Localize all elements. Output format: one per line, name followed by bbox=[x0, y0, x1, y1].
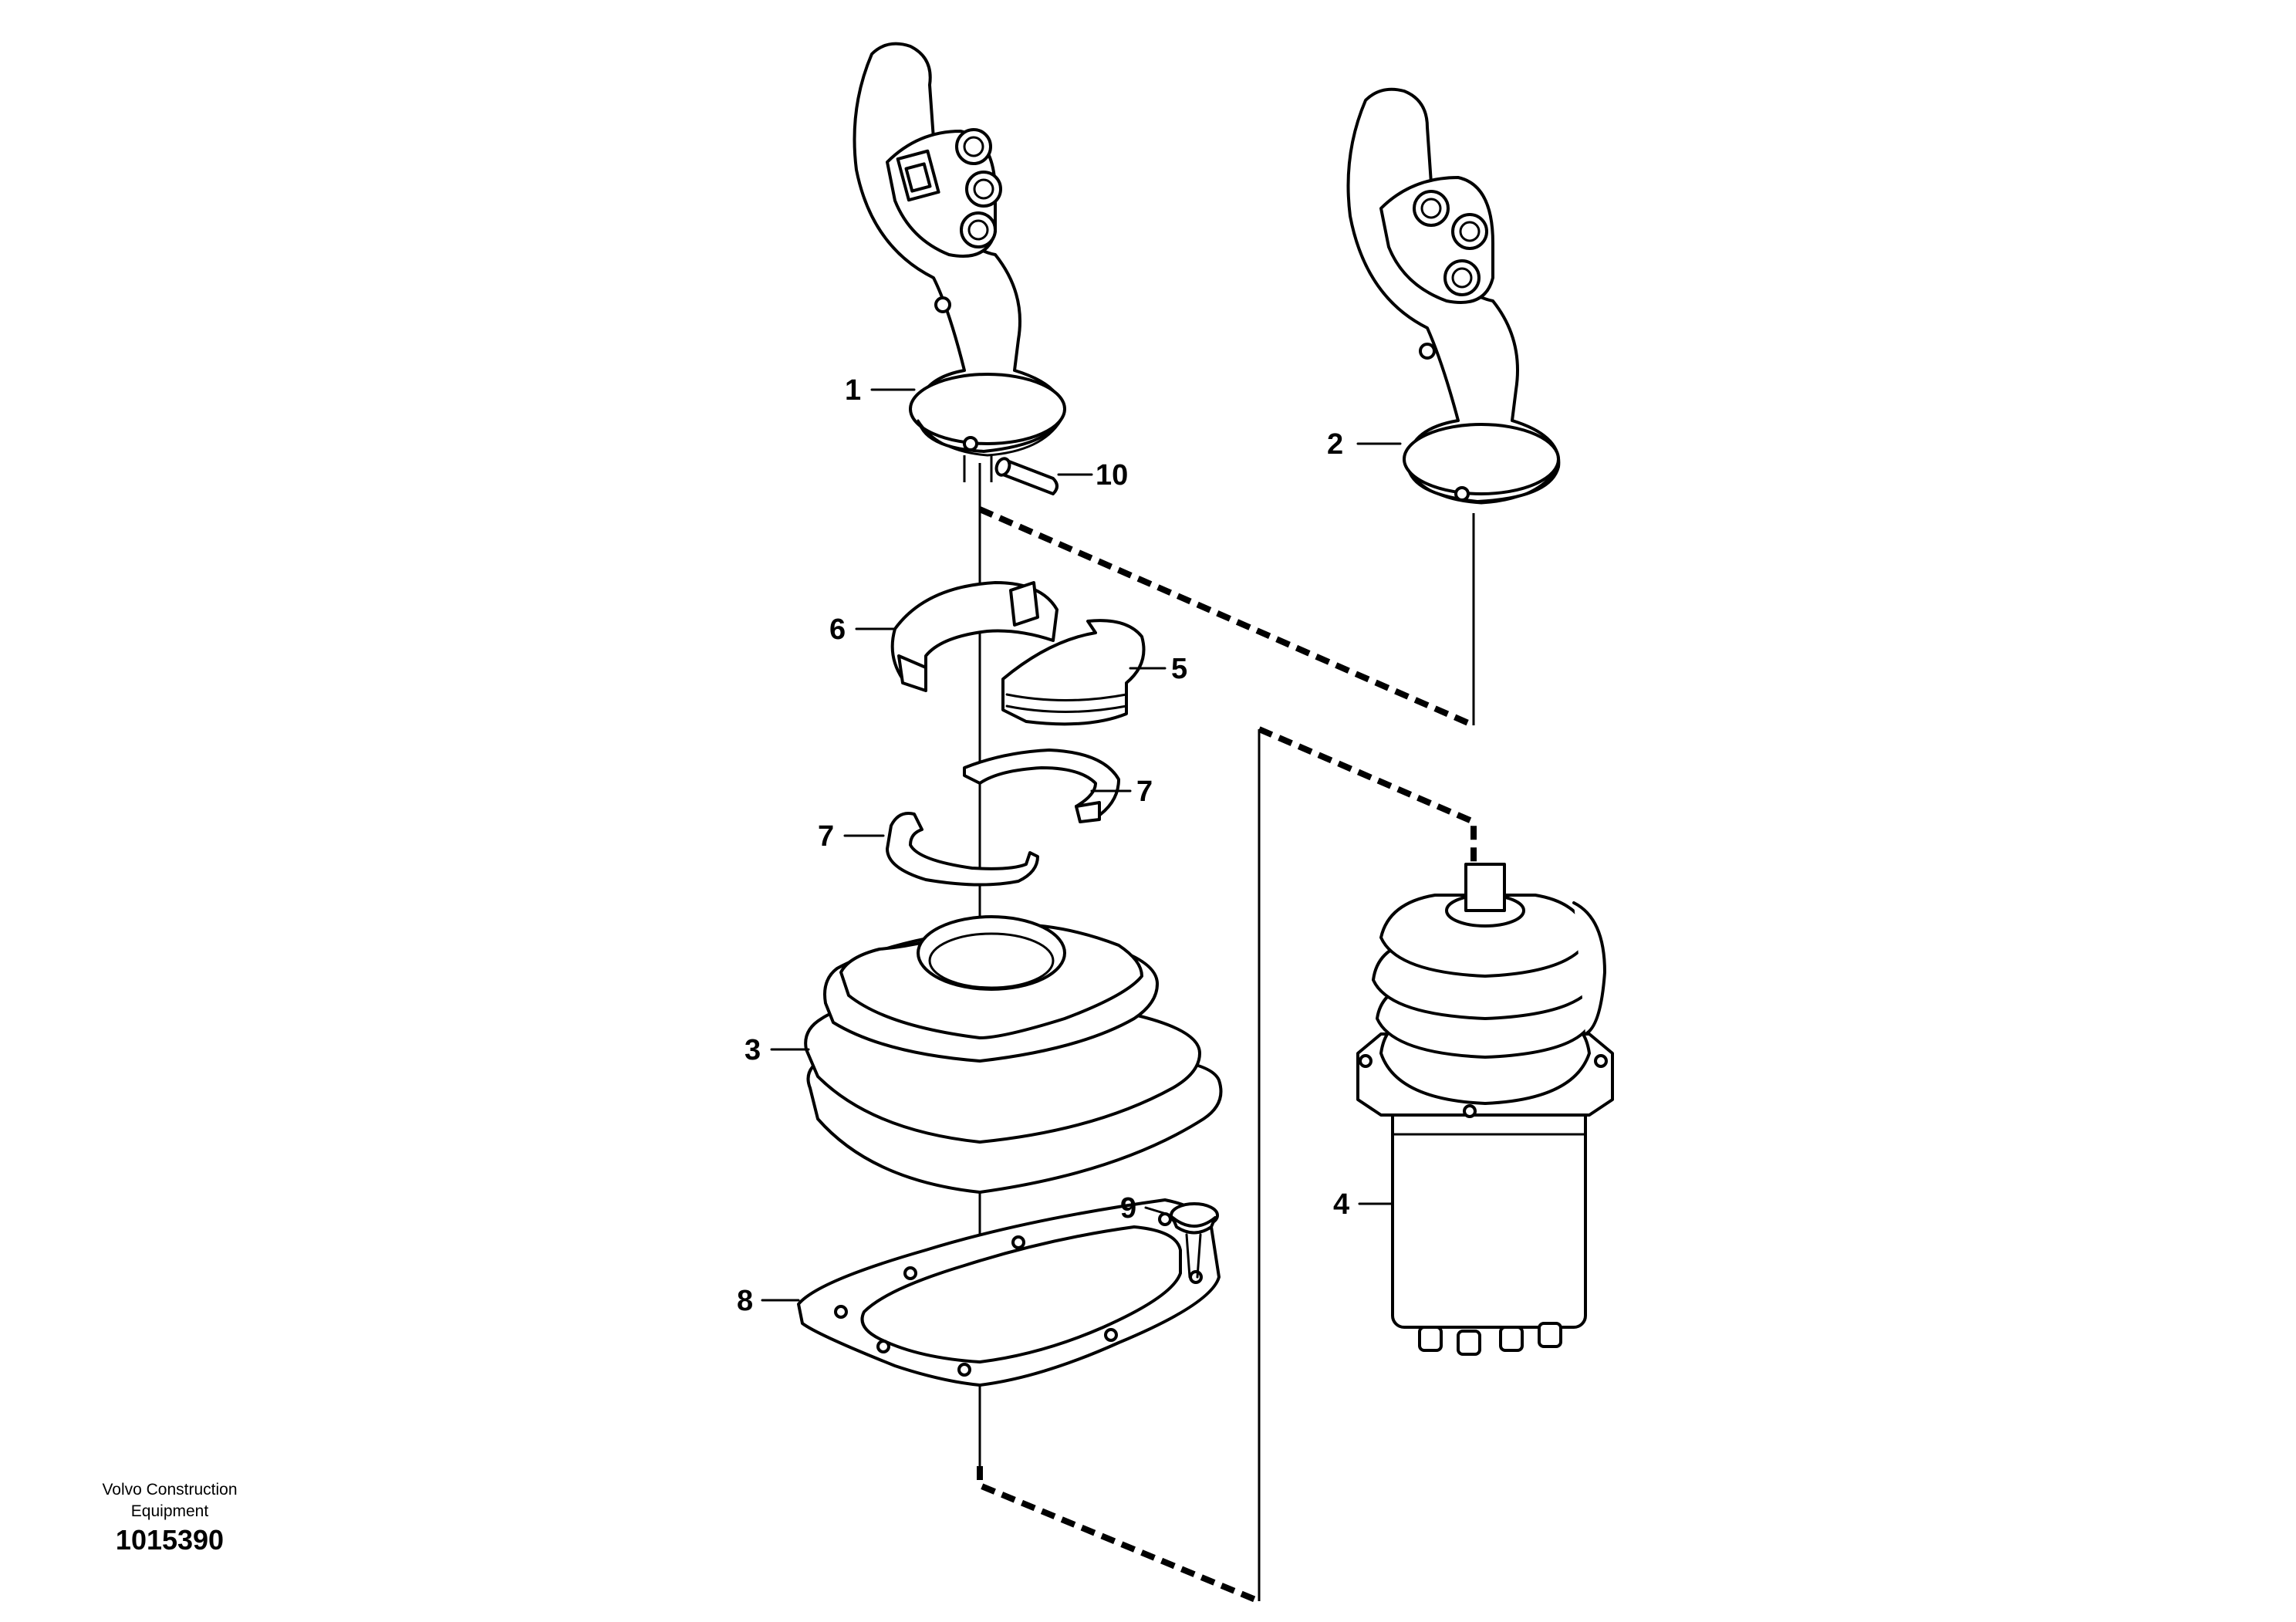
joystick-handle-left bbox=[853, 42, 1066, 457]
part-label-6: 6 bbox=[829, 613, 846, 646]
credit-line-1: Volvo Construction bbox=[102, 1481, 237, 1499]
part-label-9: 9 bbox=[1120, 1192, 1136, 1225]
screw bbox=[1170, 1202, 1219, 1279]
pin bbox=[994, 457, 1059, 495]
part-label-2: 2 bbox=[1327, 428, 1343, 461]
retaining-ring-half-b bbox=[886, 812, 1039, 887]
ring-half-upper bbox=[890, 581, 1059, 692]
pilot-valve bbox=[1356, 863, 1614, 1356]
ring-half-lower bbox=[1001, 619, 1146, 726]
part-label-1: 1 bbox=[845, 374, 861, 407]
part-labels: 1 2 3 4 5 6 7 7 8 9 10 bbox=[737, 374, 1349, 1317]
drawing-number: 1015390 bbox=[116, 1524, 224, 1556]
part-label-4: 4 bbox=[1333, 1188, 1349, 1221]
part-label-7-lower: 7 bbox=[818, 820, 834, 853]
retaining-ring-half-a bbox=[963, 748, 1120, 823]
part-label-10: 10 bbox=[1096, 459, 1128, 492]
footer: Volvo Construction Equipment 1015390 bbox=[102, 1481, 237, 1556]
part-label-3: 3 bbox=[745, 1034, 761, 1066]
part-label-7-upper: 7 bbox=[1136, 776, 1153, 808]
joystick-handle-right bbox=[1346, 87, 1561, 505]
rubber-boot bbox=[804, 915, 1223, 1194]
part-label-5: 5 bbox=[1171, 653, 1187, 685]
part-label-8: 8 bbox=[737, 1285, 753, 1317]
mounting-plate bbox=[797, 1198, 1221, 1387]
leader-lines bbox=[761, 388, 1402, 1302]
credit-line-2: Equipment bbox=[131, 1502, 209, 1520]
